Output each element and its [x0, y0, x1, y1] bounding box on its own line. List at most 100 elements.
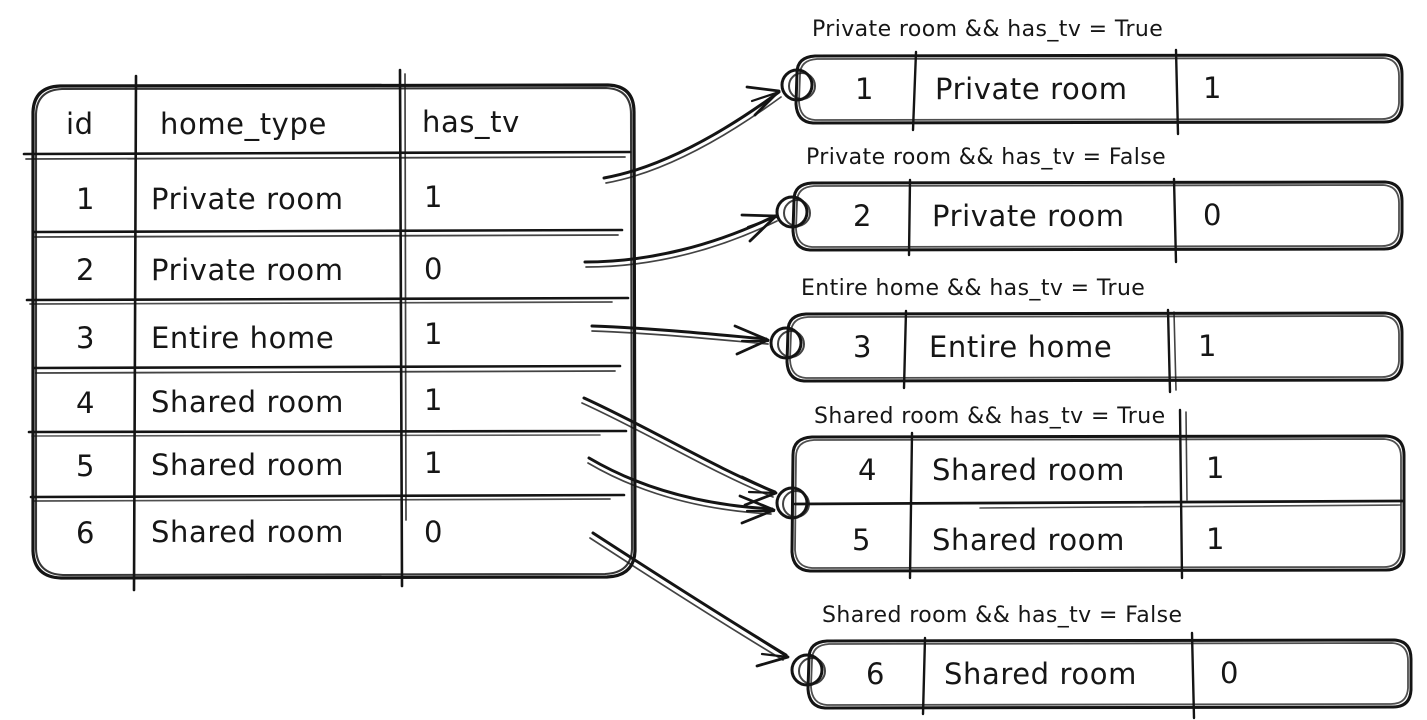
group-label: Private room && has_tv = False — [806, 145, 1166, 170]
group-box-5: Shared room && has_tv = False 6 Shared r… — [790, 603, 1413, 720]
cell-home-type: Entire home — [151, 321, 334, 355]
group-row: 4 Shared room 1 — [858, 451, 1225, 487]
group-cell-id: 3 — [853, 330, 872, 364]
cell-home-type: Shared room — [151, 448, 344, 482]
source-row-divider-3b — [35, 370, 616, 374]
group-cell-has-tv: 1 — [1206, 451, 1225, 485]
arrow-row1-to-group1 — [602, 85, 782, 184]
group-frame — [785, 311, 1404, 383]
cell-has-tv: 1 — [424, 446, 443, 480]
source-table-frame — [31, 83, 637, 580]
source-table-row: 3 Entire home 1 — [76, 317, 443, 355]
group-cell-has-tv: 0 — [1203, 198, 1222, 232]
source-row-divider-4 — [27, 429, 628, 434]
group-cell-home-type: Shared room — [932, 523, 1125, 557]
source-row-divider-1b — [34, 234, 619, 238]
group-frame — [790, 434, 1406, 573]
group-frame — [794, 53, 1404, 125]
cell-id: 5 — [76, 449, 95, 483]
source-row-divider-1 — [31, 228, 624, 234]
group-frame — [806, 638, 1413, 710]
group-box-3: Entire home && has_tv = True 3 Entire ho… — [769, 276, 1404, 394]
group-col-divider-2 — [1178, 408, 1184, 580]
group-col-divider-1 — [902, 309, 908, 390]
source-row-divider-3 — [31, 364, 622, 370]
group-frame-shadow — [794, 438, 1402, 569]
group-cell-home-type: Private room — [932, 199, 1125, 233]
arrow-row6-to-group5 — [589, 531, 790, 668]
group-col-divider-1 — [921, 636, 927, 716]
source-col-divider-2b — [404, 73, 407, 521]
source-header-home-type: home_type — [160, 107, 327, 141]
group-box-2: Private room && has_tv = False 2 Private… — [775, 145, 1404, 264]
group-col-divider-2b — [1185, 411, 1188, 501]
group-label: Shared room && has_tv = True — [814, 404, 1166, 429]
cell-has-tv: 1 — [424, 383, 443, 417]
group-box-4: Shared room && has_tv = True 4 Shared ro… — [775, 404, 1406, 580]
group-cell-id: 4 — [858, 453, 877, 487]
source-row-divider-4b — [31, 434, 601, 437]
cell-id: 3 — [76, 321, 95, 355]
arrow-row2-to-group2 — [583, 213, 778, 268]
cell-id: 6 — [76, 516, 95, 550]
cell-has-tv: 0 — [424, 252, 443, 286]
group-cell-has-tv: 1 — [1203, 71, 1222, 105]
group-label: Private room && has_tv = True — [812, 17, 1163, 42]
cell-has-tv: 0 — [424, 515, 443, 549]
source-row-divider-2b — [29, 301, 613, 305]
source-row-divider-2 — [25, 296, 630, 302]
group-cell-home-type: Shared room — [944, 657, 1137, 691]
group-row: 5 Shared room 1 — [852, 522, 1225, 557]
group-cell-has-tv: 1 — [1206, 522, 1225, 556]
source-col-divider-2 — [398, 68, 404, 588]
source-row-divider-5 — [29, 493, 626, 499]
group-frame — [791, 180, 1404, 252]
source-table-row: 6 Shared room 0 — [76, 515, 443, 550]
group-label: Shared room && has_tv = False — [822, 603, 1182, 628]
source-header-id: id — [66, 107, 94, 141]
group-label: Entire home && has_tv = True — [801, 276, 1145, 301]
group-col-divider-1 — [908, 431, 914, 580]
group-col-divider-2 — [1174, 48, 1180, 136]
group-cell-id: 2 — [853, 199, 872, 233]
source-table-row: 5 Shared room 1 — [76, 446, 443, 483]
group-cell-id: 6 — [866, 657, 885, 691]
group-cell-has-tv: 0 — [1220, 656, 1239, 690]
group-cell-home-type: Private room — [935, 72, 1128, 106]
group-col-divider-1 — [907, 178, 912, 257]
cell-id: 1 — [76, 182, 95, 216]
source-header-has-tv: has_tv — [422, 105, 520, 139]
cell-id: 2 — [76, 253, 95, 287]
group-col-divider-1 — [911, 50, 918, 132]
group-row-divider — [793, 499, 1406, 506]
group-col-divider-2b — [1173, 311, 1177, 391]
source-row-divider-5b — [33, 498, 611, 502]
group-box-1: Private room && has_tv = True 1 Private … — [780, 17, 1404, 136]
source-table-row: 1 Private room 1 — [76, 180, 442, 216]
arrow-row5-to-group4 — [587, 456, 776, 525]
cell-has-tv: 1 — [424, 317, 443, 351]
group-row-divider-b — [979, 504, 1401, 509]
connector-arrows — [581, 85, 790, 668]
group-anchor-circle-shadow — [788, 72, 816, 100]
arrow-row3-to-group3 — [590, 324, 770, 356]
group-cell-has-tv: 1 — [1198, 329, 1217, 363]
cell-home-type: Private room — [151, 253, 344, 287]
group-col-divider-2 — [1166, 308, 1172, 394]
source-table: id home_type has_tv 1 Private room 1 2 P… — [22, 68, 637, 592]
cell-id: 4 — [76, 386, 95, 420]
source-table-row: 4 Shared room 1 — [76, 383, 443, 420]
group-frame-shadow — [789, 315, 1400, 379]
group-col-divider-2 — [1190, 631, 1196, 720]
cell-home-type: Shared room — [151, 515, 344, 549]
source-col-divider-1 — [132, 74, 138, 592]
group-frame-shadow — [795, 184, 1400, 248]
source-row-divider-header — [22, 150, 632, 156]
arrow-row4-to-group4 — [581, 396, 778, 507]
source-table-row: 2 Private room 0 — [76, 252, 443, 287]
group-cell-id: 5 — [852, 523, 871, 557]
source-row-divider-header-b — [25, 156, 626, 160]
source-table-frame-shadow — [34, 86, 634, 577]
group-cell-home-type: Shared room — [932, 453, 1125, 487]
